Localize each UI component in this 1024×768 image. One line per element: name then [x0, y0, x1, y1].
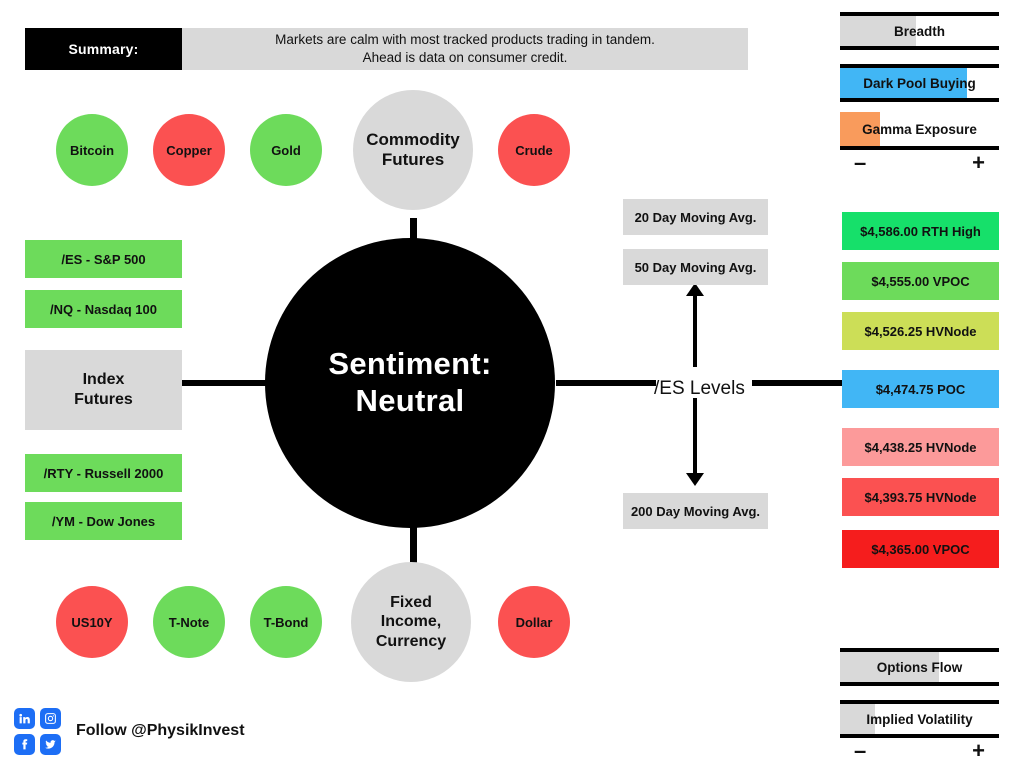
es-level-vpoc-lower[interactable]: $4,365.00 VPOC — [842, 530, 999, 568]
arrow-up-shaft — [693, 292, 697, 367]
fixed-income-node-us10y[interactable]: US10Y — [56, 586, 128, 658]
connector-index-futures — [182, 380, 268, 386]
index-future-rty[interactable]: /RTY - Russell 2000 — [25, 454, 182, 492]
commodity-label-bitcoin: Bitcoin — [69, 142, 115, 158]
sentiment-node[interactable]: Sentiment:Neutral — [265, 238, 555, 528]
summary-banner: Summary: Markets are calm with most trac… — [25, 28, 748, 70]
es-level-rth-high-label: $4,586.00 RTH High — [860, 223, 981, 239]
moving-average-20-day-label: 20 Day Moving Avg. — [634, 209, 757, 225]
index-future-ym[interactable]: /YM - Dow Jones — [25, 502, 182, 540]
es-level-vpoc-upper[interactable]: $4,555.00 VPOC — [842, 262, 999, 300]
es-level-vpoc-lower-label: $4,365.00 VPOC — [871, 541, 970, 557]
es-level-hvnode-bottom-label: $4,393.75 HVNode — [864, 489, 977, 505]
index-future-nq[interactable]: /NQ - Nasdaq 100 — [25, 290, 182, 328]
index-future-es-label: /ES - S&P 500 — [61, 251, 146, 267]
facebook-icon[interactable] — [14, 734, 35, 755]
commodity-label-gold: Gold — [271, 142, 301, 158]
es-level-poc-label: $4,474.75 POC — [875, 381, 966, 397]
commodity-node-bitcoin[interactable]: Bitcoin — [56, 114, 128, 186]
gauge-dark-pool-buying-fill — [840, 68, 968, 98]
gauge-dark-pool-buying[interactable]: Dark Pool Buying — [840, 64, 999, 102]
arrow-down-shaft — [693, 398, 697, 476]
fixed-income-node-dollar[interactable]: Dollar — [498, 586, 570, 658]
index-future-rty-label: /RTY - Russell 2000 — [43, 465, 164, 481]
instagram-icon[interactable] — [40, 708, 61, 729]
gauge-scale-bottom-plus: + — [972, 738, 985, 763]
index-future-es[interactable]: /ES - S&P 500 — [25, 240, 182, 278]
commodity-node-crude[interactable]: Crude — [498, 114, 570, 186]
es-levels-title: /ES Levels — [654, 378, 745, 399]
gauge-scale-top-plus: + — [972, 150, 985, 175]
es-level-vpoc-upper-label: $4,555.00 VPOC — [871, 273, 970, 289]
commodity-node-gold[interactable]: Gold — [250, 114, 322, 186]
linkedin-icon[interactable] — [14, 708, 35, 729]
commodity-label-copper: Copper — [166, 142, 212, 158]
gauge-breadth-label: Breadth — [893, 23, 945, 39]
arrow-up-head — [686, 283, 704, 296]
moving-average-20-day[interactable]: 20 Day Moving Avg. — [623, 199, 768, 235]
es-level-poc[interactable]: $4,474.75 POC — [842, 370, 999, 408]
index-future-ym-label: /YM - Dow Jones — [51, 513, 156, 529]
summary-line-1: Markets are calm with most tracked produ… — [275, 31, 655, 47]
gauge-dark-pool-buying-label: Dark Pool Buying — [863, 75, 976, 91]
commodity-label-crude: Crude — [515, 142, 553, 158]
gauge-options-flow[interactable]: Options Flow — [840, 648, 999, 686]
es-level-hvnode-upper[interactable]: $4,526.25 HVNode — [842, 312, 999, 350]
es-level-hvnode-lower-label: $4,438.25 HVNode — [864, 439, 977, 455]
es-level-hvnode-lower[interactable]: $4,438.25 HVNode — [842, 428, 999, 466]
gauge-implied-volatility-fill — [840, 704, 875, 734]
moving-average-50-day-label: 50 Day Moving Avg. — [634, 259, 757, 275]
gauge-implied-volatility-label: Implied Volatility — [866, 711, 973, 727]
arrow-down-head — [686, 473, 704, 486]
gauge-options-flow-label: Options Flow — [876, 659, 963, 675]
fixed-income-label-dollar: Dollar — [515, 614, 553, 630]
connector-center-to-es — [556, 380, 656, 386]
gauge-breadth[interactable]: Breadth — [840, 12, 999, 50]
fixed-income-node-tnote[interactable]: T-Note — [153, 586, 225, 658]
fixed-income-label-us10y: US10Y — [71, 614, 113, 630]
gauge-gamma-exposure-label: Gamma Exposure — [862, 121, 977, 137]
gauge-scale-top-minus: – — [854, 150, 867, 175]
fixed-income-node-tbond[interactable]: T-Bond — [250, 586, 322, 658]
social-links — [14, 708, 64, 756]
es-level-hvnode-upper-label: $4,526.25 HVNode — [864, 323, 977, 339]
gauge-gamma-exposure-fill — [840, 112, 880, 146]
summary-line-2: Ahead is data on consumer credit. — [362, 50, 568, 65]
gauge-implied-volatility[interactable]: Implied Volatility — [840, 700, 999, 738]
fixed-income-label-tnote: T-Note — [168, 614, 210, 630]
gauge-breadth-fill — [840, 16, 917, 46]
twitter-icon[interactable] — [40, 734, 61, 755]
es-level-hvnode-bottom[interactable]: $4,393.75 HVNode — [842, 478, 999, 516]
sentiment-label: Sentiment:Neutral — [328, 346, 492, 418]
gauge-gamma-exposure[interactable]: Gamma Exposure — [840, 112, 999, 150]
fixed-income-label-tbond: T-Bond — [263, 614, 309, 630]
es-level-rth-high[interactable]: $4,586.00 RTH High — [842, 212, 999, 250]
summary-label: Summary: — [25, 28, 182, 70]
moving-average-200-day[interactable]: 200 Day Moving Avg. — [623, 493, 768, 529]
gauge-scale-bottom: – + — [840, 738, 999, 764]
moving-average-200-day-label: 200 Day Moving Avg. — [630, 503, 761, 519]
gauge-scale-top: – + — [840, 150, 999, 176]
summary-text: Markets are calm with most tracked produ… — [182, 28, 748, 70]
moving-average-50-day[interactable]: 50 Day Moving Avg. — [623, 249, 768, 285]
connector-es-to-levels — [752, 380, 844, 386]
connector-fixed-income-hub — [410, 521, 417, 586]
gauge-scale-bottom-minus: – — [854, 738, 867, 763]
follow-text: Follow @PhysikInvest — [76, 722, 245, 739]
commodity-node-copper[interactable]: Copper — [153, 114, 225, 186]
gauge-options-flow-fill — [840, 652, 939, 682]
index-future-nq-label: /NQ - Nasdaq 100 — [50, 301, 157, 317]
